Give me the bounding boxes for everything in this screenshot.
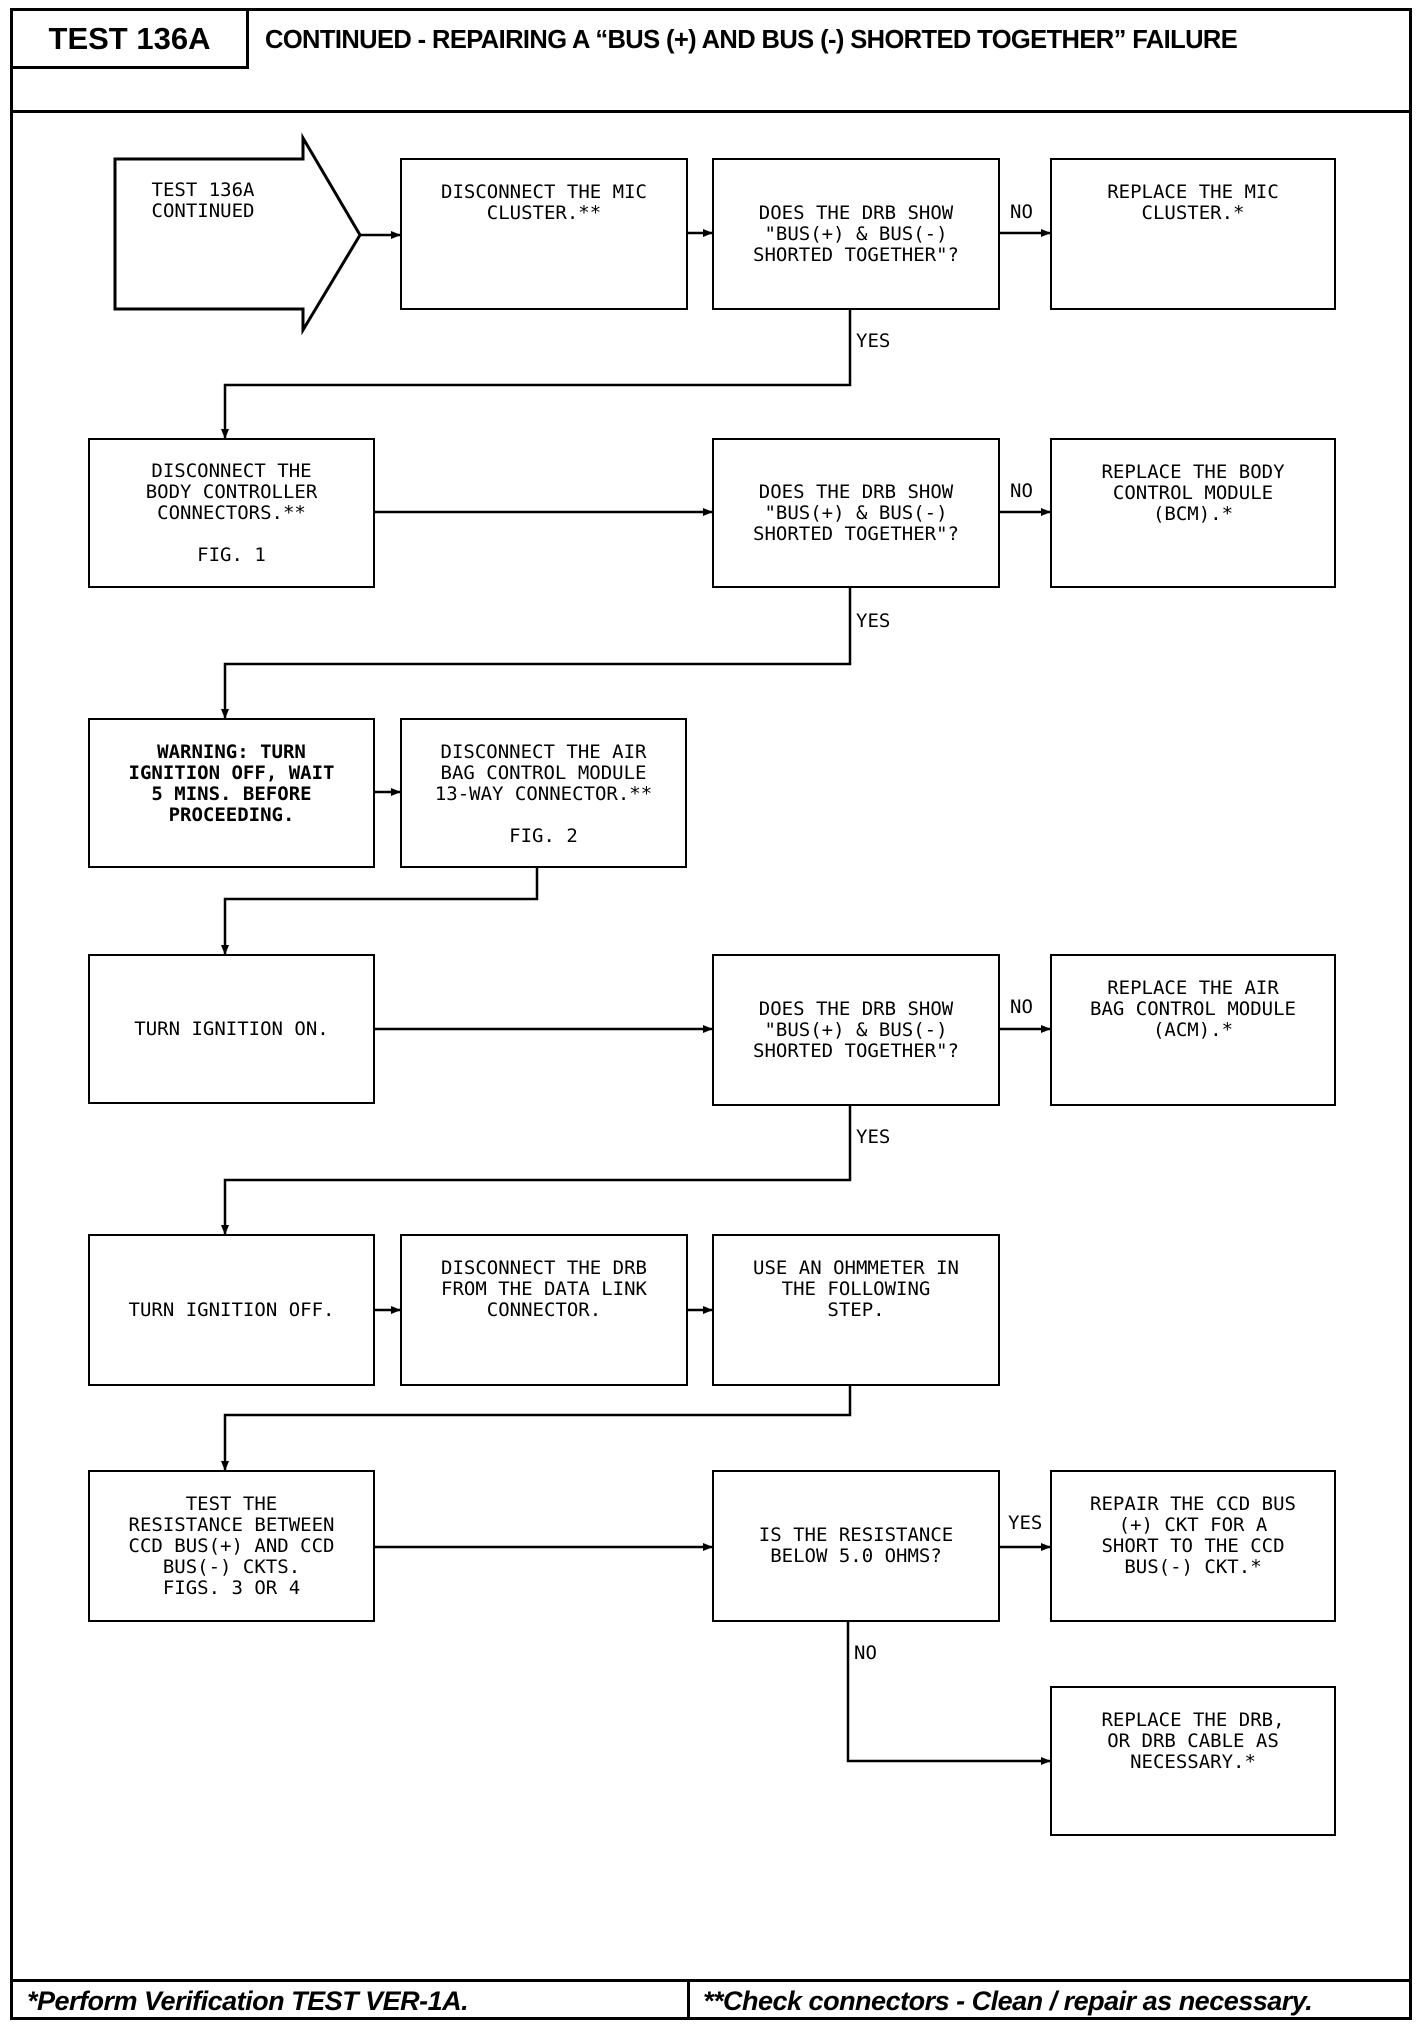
decision-q3: DOES THE DRB SHOW "BUS(+) & BUS(-) SHORT… bbox=[712, 954, 1000, 1106]
label-yes-1: YES bbox=[856, 330, 891, 352]
arrow-q2-yes bbox=[221, 588, 852, 719]
test-id: TEST 136A bbox=[13, 11, 249, 69]
decision-q1: DOES THE DRB SHOW "BUS(+) & BUS(-) SHORT… bbox=[712, 158, 1000, 310]
step-use-ohmmeter: USE AN OHMMETER IN THE FOLLOWING STEP. bbox=[712, 1234, 1000, 1386]
start-chevron bbox=[113, 132, 362, 336]
label-yes-3: YES bbox=[856, 1126, 891, 1148]
label-yes-4: YES bbox=[1008, 1512, 1043, 1534]
decision-q2: DOES THE DRB SHOW "BUS(+) & BUS(-) SHORT… bbox=[712, 438, 1000, 588]
footer-divider bbox=[13, 1979, 1409, 1982]
step-replace-drb: REPLACE THE DRB, OR DRB CABLE AS NECESSA… bbox=[1050, 1686, 1336, 1836]
label-yes-2: YES bbox=[856, 610, 891, 632]
footer-note-connectors: **Check connectors - Clean / repair as n… bbox=[703, 1985, 1313, 2016]
decision-q4: IS THE RESISTANCE BELOW 5.0 OHMS? bbox=[712, 1470, 1000, 1622]
label-no-1: NO bbox=[1010, 201, 1033, 223]
step-replace-acm: REPLACE THE AIR BAG CONTROL MODULE (ACM)… bbox=[1050, 954, 1336, 1106]
flowchart-page: TEST 136A CONTINUED - REPAIRING A “BUS (… bbox=[10, 8, 1412, 2020]
arrow-q3-yes bbox=[221, 1106, 852, 1235]
step-disconnect-bcm: DISCONNECT THE BODY CONTROLLER CONNECTOR… bbox=[88, 438, 375, 588]
label-no-4: NO bbox=[854, 1642, 877, 1664]
start-label: TEST 136A CONTINUED bbox=[151, 179, 255, 222]
step-replace-bcm: REPLACE THE BODY CONTROL MODULE (BCM).* bbox=[1050, 438, 1336, 588]
arrow-q4-no bbox=[846, 1622, 1051, 1765]
step-replace-mic: REPLACE THE MIC CLUSTER.* bbox=[1050, 158, 1336, 310]
warning-turn-ignition-off: WARNING: TURN IGNITION OFF, WAIT 5 MINS.… bbox=[88, 718, 375, 868]
step-disconnect-acm: DISCONNECT THE AIR BAG CONTROL MODULE 13… bbox=[400, 718, 687, 868]
page-title: CONTINUED - REPAIRING A “BUS (+) AND BUS… bbox=[265, 25, 1238, 54]
arrow-acm-to-ign-on bbox=[221, 868, 539, 955]
footer-note-verification: *Perform Verification TEST VER-1A. bbox=[27, 1985, 469, 2016]
step-disconnect-drb: DISCONNECT THE DRB FROM THE DATA LINK CO… bbox=[400, 1234, 688, 1386]
step-disconnect-mic: DISCONNECT THE MIC CLUSTER.** bbox=[400, 158, 688, 310]
arrow-q1-yes bbox=[221, 310, 852, 439]
header-divider bbox=[13, 110, 1409, 113]
arrow-ohmmeter-to-test bbox=[221, 1386, 852, 1471]
step-repair-ccd-bus: REPAIR THE CCD BUS (+) CKT FOR A SHORT T… bbox=[1050, 1470, 1336, 1622]
footer-column-divider bbox=[687, 1979, 690, 2017]
label-no-2: NO bbox=[1010, 480, 1033, 502]
label-no-3: NO bbox=[1010, 996, 1033, 1018]
step-test-resistance: TEST THE RESISTANCE BETWEEN CCD BUS(+) A… bbox=[88, 1470, 375, 1622]
step-ignition-on: TURN IGNITION ON. bbox=[88, 954, 375, 1104]
step-ignition-off: TURN IGNITION OFF. bbox=[88, 1234, 375, 1386]
